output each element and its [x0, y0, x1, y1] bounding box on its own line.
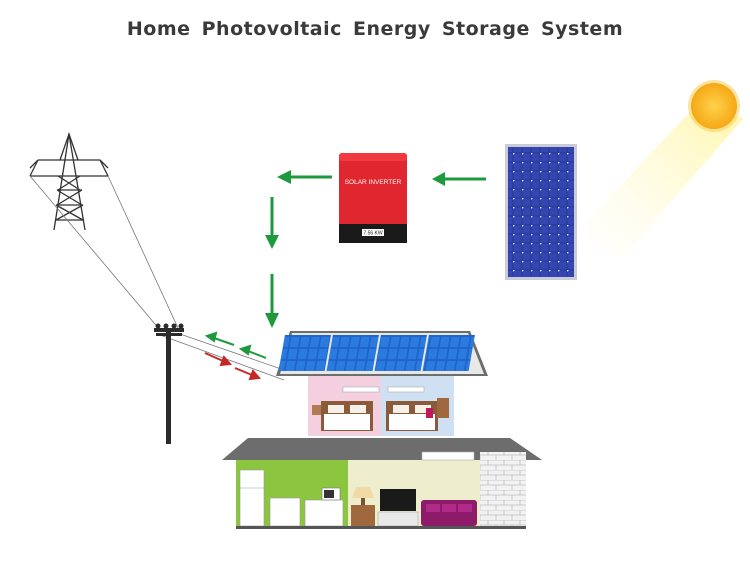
sun-icon [688, 80, 740, 132]
transmission-tower-icon [29, 132, 109, 231]
flow-arrow-down-2 [265, 274, 279, 328]
power-lines [29, 175, 285, 381]
inverter-icon: SOLAR INVERTER 7.56 KW [339, 153, 407, 243]
import-arrows [204, 352, 261, 381]
utility-pole-icon [154, 323, 184, 444]
inverter-label: SOLAR INVERTER [345, 179, 402, 186]
sunlight-beam [576, 112, 744, 260]
export-arrows [204, 331, 267, 359]
inverter-rating: 7.56 KW [363, 231, 382, 237]
house-icon [222, 331, 542, 529]
diagram-title: Home Photovoltaic Energy Storage System [126, 18, 624, 40]
flow-arrow-inverter-left [277, 170, 332, 184]
flow-arrow-down-1 [265, 197, 279, 249]
solar-panel-icon [505, 144, 577, 280]
flow-arrow-panel-to-inverter [432, 172, 486, 186]
